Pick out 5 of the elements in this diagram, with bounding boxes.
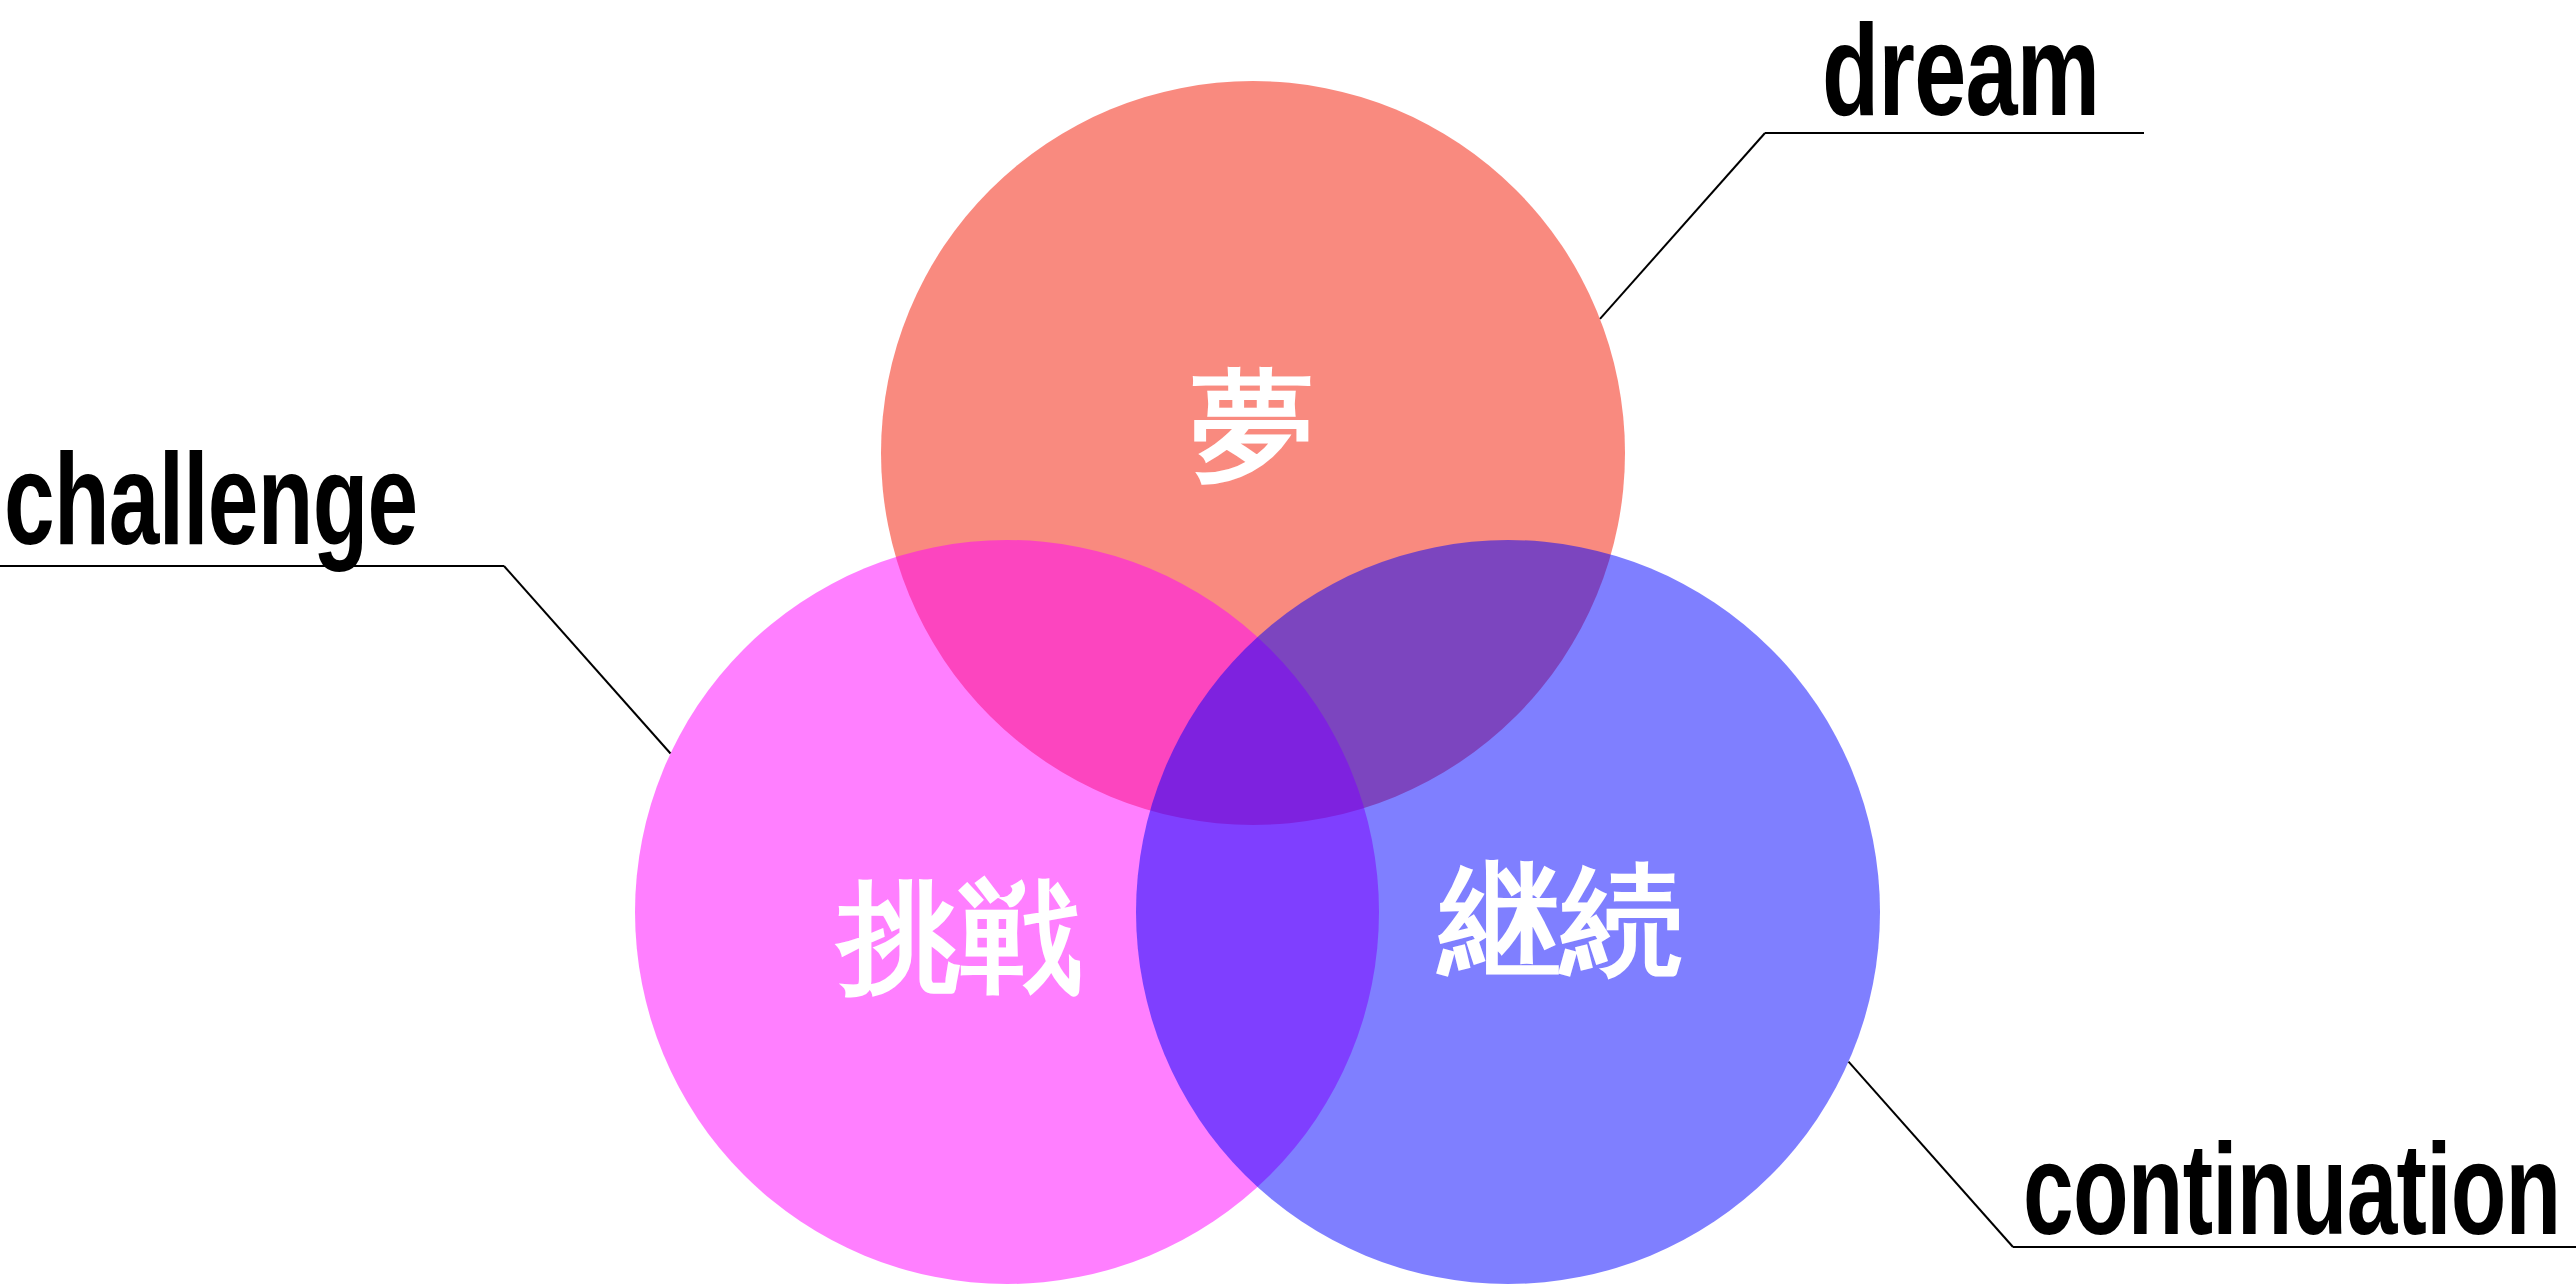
leader-line xyxy=(1599,132,1766,320)
circle-label: 夢 xyxy=(1192,366,1314,488)
underlined-label: challenge xyxy=(0,449,504,574)
leader-line xyxy=(1847,1060,2014,1248)
leader-line xyxy=(503,565,672,755)
